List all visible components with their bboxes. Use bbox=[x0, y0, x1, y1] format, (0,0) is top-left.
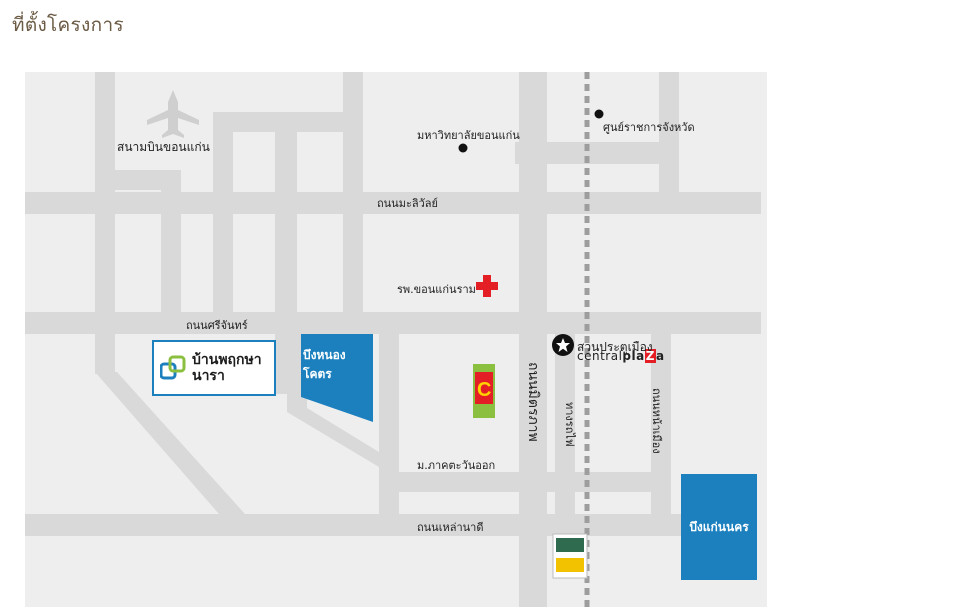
kaen-nakhon-lake: บึงแก่นนคร bbox=[681, 474, 757, 580]
road-v-c bbox=[275, 112, 297, 312]
road-lao-na-dee-label: ถนนเหล่านาดี bbox=[417, 521, 484, 534]
provincial-hall-label: ศูนย์ราชการจังหวัด bbox=[603, 121, 695, 134]
road-v-d bbox=[343, 72, 363, 312]
airport-label: สนามบินขอนแก่น bbox=[117, 140, 210, 154]
road-v-e bbox=[379, 334, 399, 534]
road-lao-na-dee bbox=[25, 514, 681, 536]
project-marker: บ้านพฤกษา นารา bbox=[152, 340, 276, 396]
project-logo-icon bbox=[160, 355, 186, 380]
road-maliwan-label: ถนนมะลิวัลย์ bbox=[377, 197, 438, 210]
red-cross-icon bbox=[476, 275, 498, 297]
svg-text:C: C bbox=[477, 379, 491, 401]
road-diagonal bbox=[95, 372, 245, 514]
road-v-left bbox=[95, 334, 115, 374]
road-kku-branch bbox=[515, 142, 665, 164]
nong-khot-label: บึงหนองโคตร bbox=[303, 348, 346, 381]
road-v-airport bbox=[95, 72, 115, 312]
road-nong-khot-edge bbox=[287, 334, 379, 467]
airplane-icon bbox=[147, 90, 199, 138]
road-srichan-label: ถนนศรีจันทร์ bbox=[186, 319, 248, 332]
road-srichan bbox=[25, 312, 761, 334]
kaen-nakhon-label: บึงแก่นนคร bbox=[689, 519, 749, 534]
road-airport-link bbox=[95, 170, 181, 190]
road-east-uni-label: ม.ภาคตะวันออก bbox=[417, 459, 496, 472]
city-gate-park-label: สวนประตูเมือง bbox=[577, 340, 653, 354]
road-mittraphap-label: ถนนมิตรภาพ bbox=[525, 362, 541, 442]
hospital-label: รพ.ขอนแก่นราม bbox=[397, 283, 476, 296]
road-v-b bbox=[213, 112, 233, 312]
railway-label: ทางรถไฟ bbox=[563, 402, 576, 447]
provincial-hall-marker bbox=[594, 109, 604, 119]
star-icon bbox=[552, 334, 574, 356]
kku-marker bbox=[458, 143, 468, 153]
central-plaza-logo: centralplaZa bbox=[577, 349, 665, 363]
project-name: บ้านพฤกษา นารา bbox=[192, 352, 262, 384]
road-network: C bbox=[25, 72, 761, 607]
kku-label: มหาวิทยาลัยขอนแก่น bbox=[417, 129, 520, 142]
lake-nong-khot bbox=[301, 334, 373, 422]
road-lang-soon bbox=[555, 334, 575, 516]
page-title: ที่ตั้งโครงการ bbox=[12, 14, 124, 36]
road-maliwan bbox=[25, 192, 761, 214]
road-v-a bbox=[161, 170, 181, 312]
road-na-mueang-label: ถนนหน้าเมือง bbox=[650, 388, 663, 454]
road-v-f bbox=[659, 72, 679, 214]
road-na-mueang bbox=[651, 334, 671, 534]
bigc-logo-icon: C bbox=[473, 364, 495, 418]
store-icon bbox=[552, 533, 588, 579]
road-mittraphap bbox=[519, 72, 547, 607]
location-map: C สนามบินขอนแก่น มหาวิทยาลัยขอนแก่น ศูนย… bbox=[25, 72, 767, 607]
